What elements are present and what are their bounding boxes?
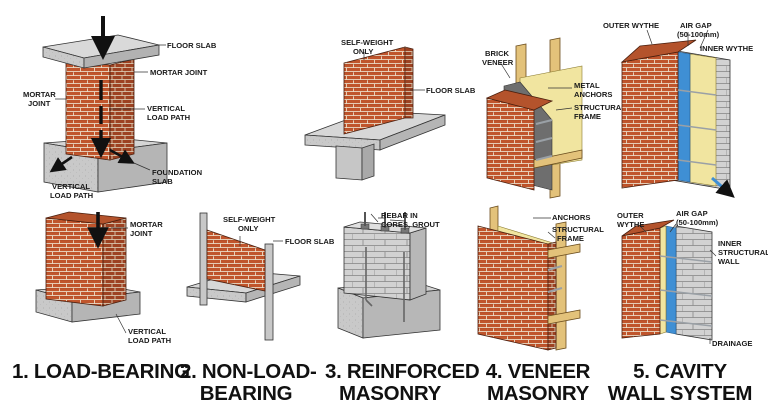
label-self-weight-1: SELF-WEIGHT: [341, 38, 394, 47]
spread-arrow-left-icon: [49, 155, 73, 173]
label-air-gap-b-1: AIR GAP: [676, 209, 708, 218]
title-non-load-bearing-1: 2. NON-LOAD-: [180, 360, 317, 383]
brick-veneer: [486, 97, 535, 191]
label-outer-b-2: WYTHE: [617, 220, 644, 229]
label-self-weight-2: ONLY: [353, 47, 373, 56]
spread-arrow-right-icon: [109, 148, 135, 164]
brick-veneer-small: [477, 225, 549, 351]
label-vlp-2: LOAD PATH: [147, 113, 190, 122]
label-struct-2: FRAME: [574, 112, 601, 121]
label-self-weight-b-1: SELF-WEIGHT: [223, 215, 276, 224]
label-metal-2: ANCHORS: [574, 90, 612, 99]
label-vlp-b-2: LOAD PATH: [128, 336, 171, 345]
label-struct-b-2: FRAME: [557, 234, 584, 243]
label-rebar-1: REBAR IN: [381, 211, 418, 220]
label-floor-slab-b: FLOOR SLAB: [285, 237, 335, 246]
label-struct-1: STRUCTURAL: [574, 103, 626, 112]
panel-non-load-bearing-top: SELF-WEIGHT ONLY FLOOR SLAB: [304, 38, 476, 181]
label-brick-1: BRICK: [485, 49, 510, 58]
label-outer-wythe: OUTER WYTHE: [603, 21, 659, 30]
air-gap: [677, 51, 691, 183]
label-brick-2: VENEER: [482, 58, 514, 67]
title-cavity-2: WALL SYSTEM: [607, 382, 753, 405]
panel-cavity-top: OUTER WYTHE AIR GAP (50-100mm) INNER WYT…: [603, 21, 753, 198]
label-floor-slab: FLOOR SLAB: [167, 41, 217, 50]
label-drainage: DRAINAGE: [712, 339, 753, 348]
title-cavity-1: 5. CAVITY: [633, 360, 727, 383]
label-vlp-b-1: VERTICAL: [128, 327, 166, 336]
label-anchors: ANCHORS: [552, 213, 590, 222]
title-reinforced-2: MASONRY: [339, 382, 441, 405]
label-mortar-b-1: MORTAR: [130, 220, 163, 229]
label-foundation-2: SLAB: [152, 177, 173, 186]
label-vlp-bl-1: VERTICAL: [52, 182, 90, 191]
outer-wythe: [621, 51, 679, 189]
title-load-bearing: 1. LOAD-BEARING: [12, 360, 190, 383]
label-mortar-left-2: JOINT: [28, 99, 51, 108]
panel-reinforced: REBAR IN CORES, GROUT: [337, 211, 441, 339]
label-floor-slab-2: FLOOR SLAB: [426, 86, 476, 95]
panel-load-bearing-bottom: MORTAR JOINT VERTICAL LOAD PATH: [35, 211, 171, 345]
metal-anchor-icon: [535, 119, 553, 161]
label-mortar-b-2: JOINT: [130, 229, 153, 238]
label-inner-b-3: WALL: [718, 257, 740, 266]
infill-wall-small: [206, 229, 266, 292]
brick-column: [65, 59, 111, 161]
title-non-load-bearing-2: BEARING: [199, 382, 293, 405]
panel-load-bearing-top: FLOOR SLAB MORTAR JOINT MORTAR JOINT VER…: [23, 16, 217, 200]
label-metal-1: METAL: [574, 81, 600, 90]
label-vlp-bl-2: LOAD PATH: [50, 191, 93, 200]
label-inner-b-1: INNER: [718, 239, 742, 248]
title-reinforced-1: 3. REINFORCED: [325, 360, 480, 383]
label-air-gap-1: AIR GAP: [680, 21, 712, 30]
label-rebar-2: CORES, GROUT: [381, 220, 440, 229]
label-air-gap-2: (50-100mm): [677, 30, 720, 39]
title-veneer-1: 4. VENEER: [485, 360, 591, 383]
label-mortar-joint: MORTAR JOINT: [150, 68, 208, 77]
label-struct-b-1: STRUCTURAL: [552, 225, 604, 234]
label-inner-wythe: INNER WYTHE: [700, 44, 753, 53]
panel-cavity-bottom: OUTER WYTHE AIR GAP (50-100mm) INNER STR…: [617, 209, 768, 348]
brick-wall-small: [45, 217, 104, 307]
label-self-weight-b-2: ONLY: [238, 224, 258, 233]
panel-veneer-bottom: ANCHORS STRUCTURAL FRAME: [477, 205, 604, 351]
outer-wythe-small: [621, 227, 661, 339]
label-mortar-left-1: MORTAR: [23, 90, 56, 99]
label-inner-b-2: STRUCTURAL: [718, 248, 768, 257]
drainage-arrow-icon: [711, 176, 735, 198]
cmu-wall: [343, 226, 411, 301]
label-vlp-1: VERTICAL: [147, 104, 185, 113]
label-foundation-1: FOUNDATION: [152, 168, 202, 177]
title-veneer-2: MASONRY: [487, 382, 589, 405]
panel-veneer-top: BRICK VENEER METAL ANCHORS STRUCTURAL FR…: [482, 37, 626, 199]
panel-non-load-bearing-bottom: SELF-WEIGHT ONLY FLOOR SLAB: [186, 212, 335, 341]
label-air-gap-b-2: (50-100mm): [676, 218, 719, 227]
label-outer-b-1: OUTER: [617, 211, 644, 220]
anchor-icon: [547, 265, 563, 293]
